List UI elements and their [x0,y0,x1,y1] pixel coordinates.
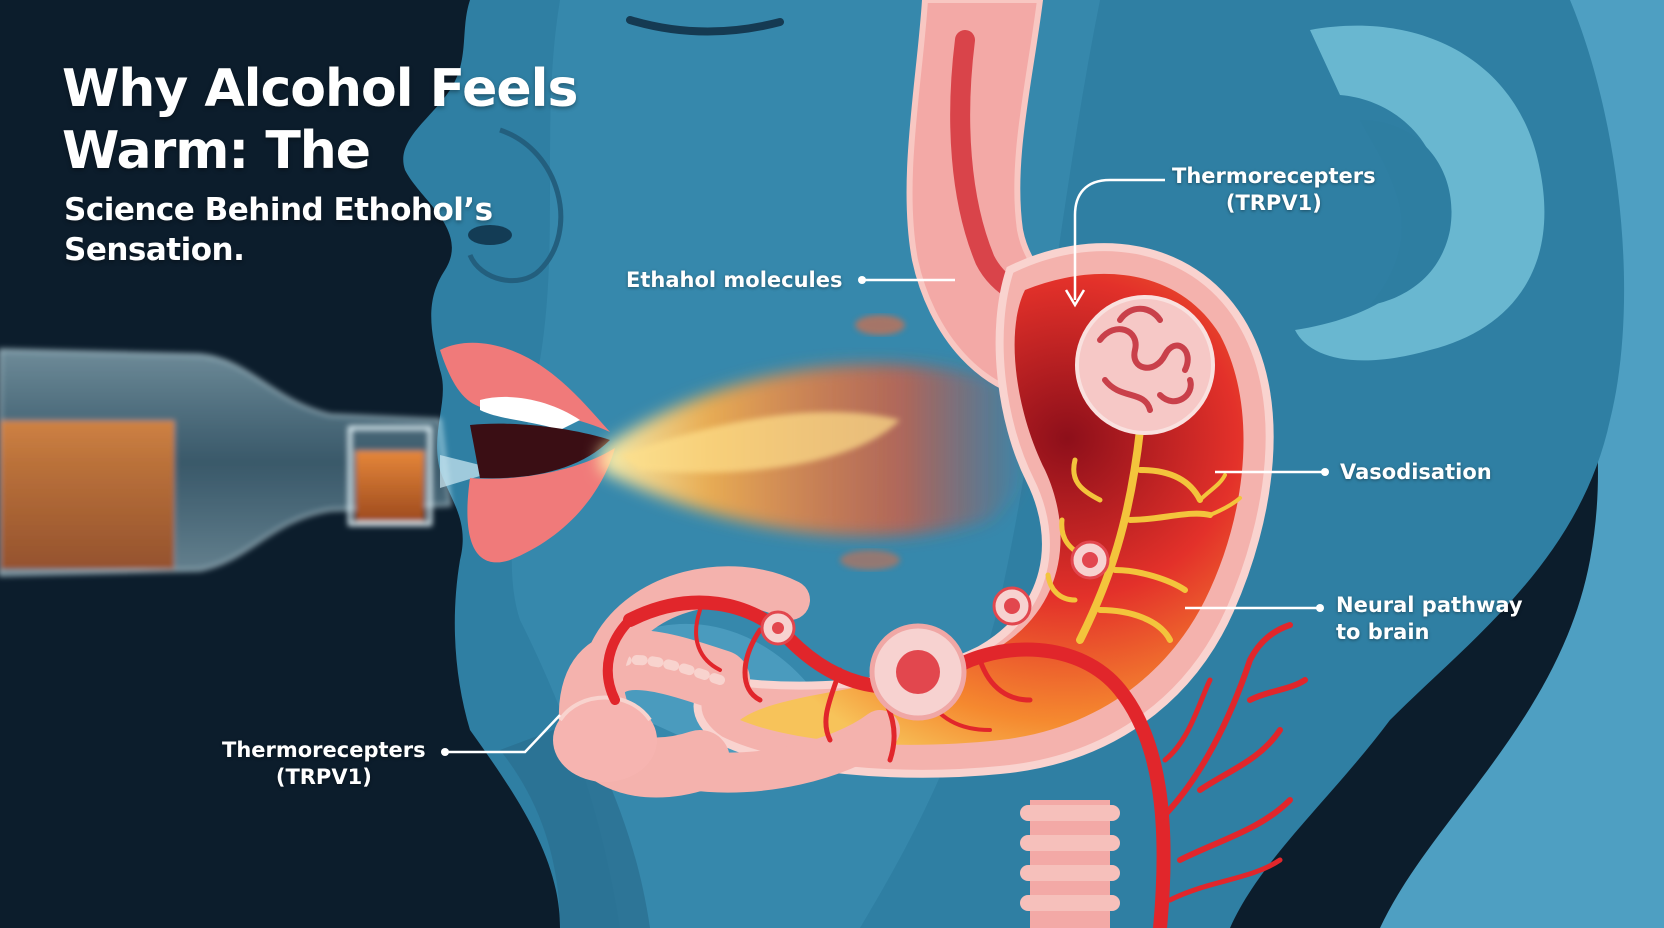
label-ethanol-molecules: Ethahol molecules [626,268,843,292]
subtitle-line-2: Sensation. [64,232,245,268]
heat-plume [600,315,1033,570]
lower-lip [467,448,615,563]
ear [1295,25,1545,361]
subtitle: Science Behind Ethohol’s Sensation. [64,190,544,270]
bottle [0,348,452,577]
nerve-branches [1045,426,1242,644]
mouth-interior [470,423,610,479]
upper-lip [440,342,610,432]
label-neural-pathway: Neural pathway to brain [1336,592,1523,646]
pharynx-bulb [553,698,657,782]
cells [760,540,1110,721]
nose [467,127,564,284]
eye [626,16,784,36]
leader-lines [445,178,1325,754]
label-vasodilation: Vasodisation [1340,460,1492,484]
subtitle-line-1: Science Behind Ethohol’s [64,192,493,228]
label-neural-pathway-line-2: to brain [1336,620,1430,644]
label-thermoreceptors-bottom-line-1: Thermorecepters [222,738,426,762]
receptor-cluster [1075,295,1215,435]
trachea [1020,800,1120,928]
main-title: Why Alcohol Feels Warm: The [62,58,622,182]
label-thermoreceptors-top-line-1: Thermorecepters [1172,164,1376,188]
label-thermoreceptors-top: Thermorecepters (TRPV1) [1172,163,1376,217]
label-thermoreceptors-top-line-2: (TRPV1) [1225,191,1322,215]
title-line-2: Warm: The [62,121,371,181]
label-neural-pathway-line-1: Neural pathway [1336,593,1523,617]
title-line-1: Why Alcohol Feels [62,59,578,119]
label-thermoreceptors-bottom: Thermorecepters (TRPV1) [222,737,426,791]
label-thermoreceptors-bottom-line-2: (TRPV1) [275,765,372,789]
